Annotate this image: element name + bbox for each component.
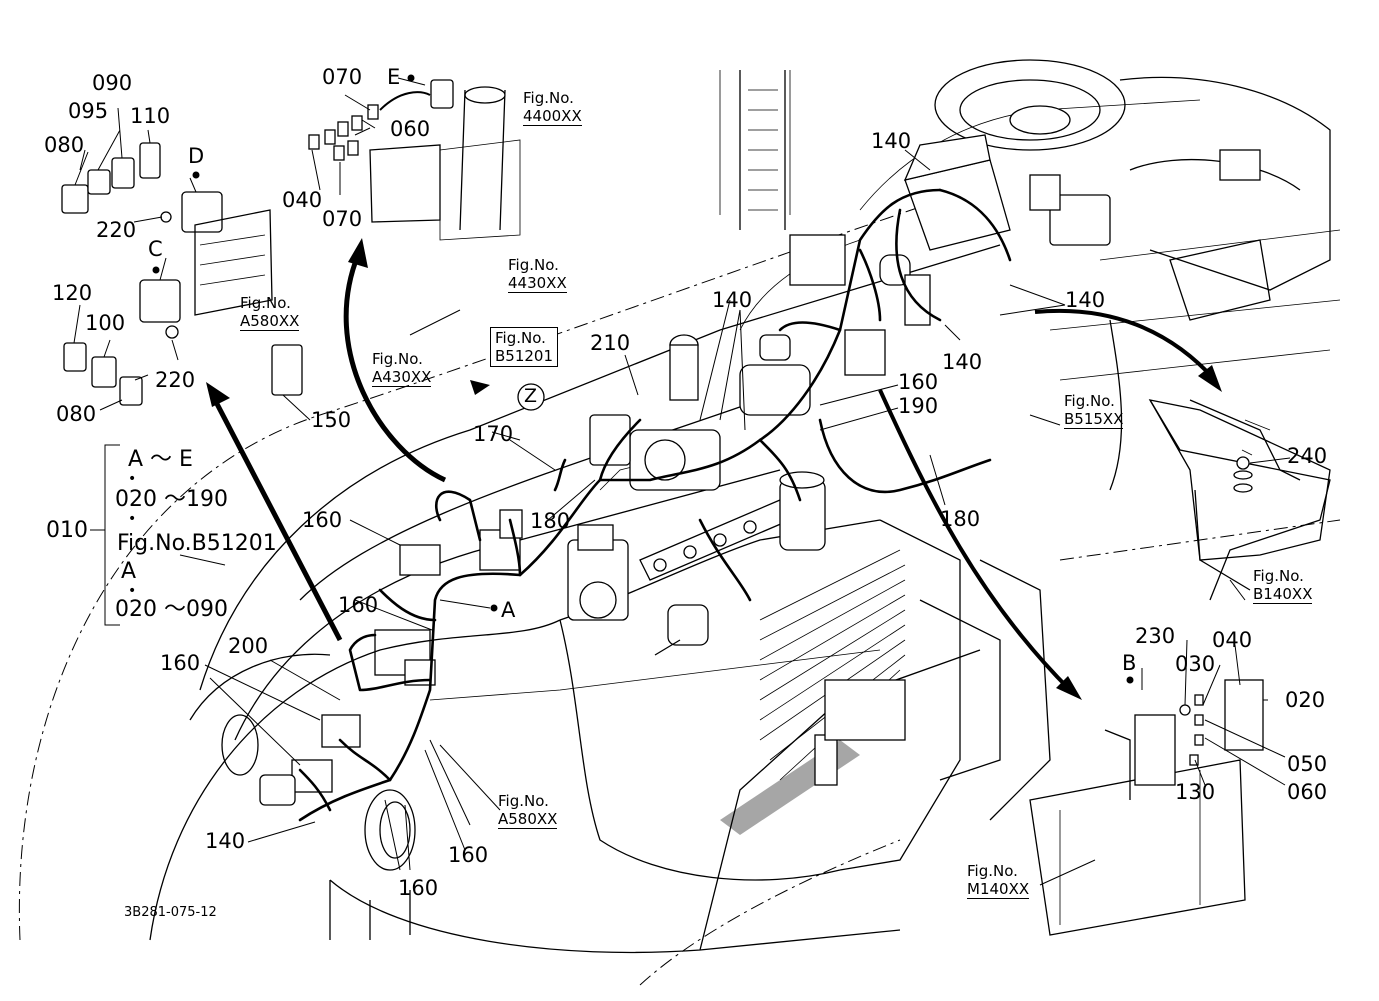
wiring-harness bbox=[298, 188, 1012, 822]
figref-b515xx: Fig.No. B515XX bbox=[1064, 392, 1124, 429]
callout-210: 210 bbox=[590, 331, 631, 355]
callout-d: D bbox=[188, 144, 205, 168]
figref-number: 4430XX bbox=[508, 274, 567, 293]
steering-area bbox=[934, 59, 1331, 601]
figref-label: Fig.No. bbox=[498, 792, 549, 810]
callout-140-bottom: 140 bbox=[205, 829, 246, 853]
figref-a430xx: Fig.No. A430XX bbox=[372, 350, 432, 387]
callout-140-top-right: 140 bbox=[871, 129, 912, 153]
figref-4430xx: Fig.No. 4430XX bbox=[508, 256, 567, 293]
legend-dot-2: • bbox=[128, 511, 137, 527]
callout-150: 150 bbox=[311, 408, 352, 432]
figref-number: 4400XX bbox=[523, 107, 582, 126]
callout-030: 030 bbox=[1175, 652, 1216, 676]
figref-number: M140XX bbox=[967, 880, 1030, 899]
legend-dot-1: • bbox=[128, 471, 137, 487]
figref-4400xx: Fig.No. 4400XX bbox=[523, 89, 582, 126]
legend-line-2: 020 ～190 bbox=[115, 487, 228, 512]
callout-160-d: 160 bbox=[448, 843, 489, 867]
drawing-code: 3B281-075-12 bbox=[124, 905, 217, 920]
figref-number: A430XX bbox=[372, 368, 432, 387]
callout-200: 200 bbox=[228, 634, 269, 658]
callout-a: A bbox=[501, 598, 516, 622]
callout-070-lower: 070 bbox=[322, 207, 363, 231]
callout-090: 090 bbox=[92, 71, 133, 95]
figref-m140xx: Fig.No. M140XX bbox=[967, 862, 1030, 899]
legend-bracket bbox=[90, 444, 120, 626]
callout-130: 130 bbox=[1175, 780, 1216, 804]
callout-160-f: 160 bbox=[898, 370, 939, 394]
figref-number: B140XX bbox=[1253, 585, 1313, 604]
callout-170: 170 bbox=[473, 422, 514, 446]
callout-060-right: 060 bbox=[1287, 780, 1328, 804]
pointer-dots bbox=[152, 74, 1134, 684]
figref-number: A580XX bbox=[498, 810, 558, 829]
callout-020: 020 bbox=[1285, 688, 1326, 712]
callout-110: 110 bbox=[130, 104, 171, 128]
legend-line-3: Fig.No.B51201 bbox=[117, 531, 277, 556]
callout-230: 230 bbox=[1135, 624, 1176, 648]
figref-label: Fig.No. bbox=[240, 294, 291, 312]
callout-040-right: 040 bbox=[1212, 628, 1253, 652]
figref-label: Fig.No. bbox=[523, 89, 574, 107]
figref-a580xx-top: Fig.No. A580XX bbox=[240, 294, 300, 331]
legend-main-number: 010 bbox=[46, 518, 88, 543]
leader-lines bbox=[73, 77, 1291, 886]
callout-140-right: 140 bbox=[1065, 288, 1106, 312]
callout-040-top: 040 bbox=[282, 188, 323, 212]
legend-line-4: A bbox=[121, 559, 137, 584]
figref-number: B515XX bbox=[1064, 410, 1124, 429]
callout-c: C bbox=[148, 237, 163, 261]
callout-060-top: 060 bbox=[390, 117, 431, 141]
callout-120: 120 bbox=[52, 281, 93, 305]
figref-label: Fig.No. bbox=[1253, 567, 1304, 585]
callout-160-a: 160 bbox=[302, 508, 343, 532]
callout-100: 100 bbox=[85, 311, 126, 335]
callout-180-right: 180 bbox=[940, 507, 981, 531]
fusebox-right bbox=[1029, 679, 1264, 936]
callout-190: 190 bbox=[898, 394, 939, 418]
callout-070-top: 070 bbox=[322, 65, 363, 89]
figref-label: Fig.No. bbox=[1064, 392, 1115, 410]
callout-z: Z bbox=[524, 385, 538, 407]
callout-080-top: 080 bbox=[44, 133, 85, 157]
callout-140-center: 140 bbox=[712, 288, 753, 312]
callout-b: B bbox=[1122, 651, 1137, 675]
callout-050: 050 bbox=[1287, 752, 1328, 776]
callout-e: E bbox=[387, 65, 401, 89]
figref-b51201: Fig.No. B51201 bbox=[490, 327, 559, 367]
callout-095: 095 bbox=[68, 99, 109, 123]
callout-160-e: 160 bbox=[398, 876, 439, 900]
callout-180-center: 180 bbox=[530, 509, 571, 533]
relay-group-left bbox=[61, 79, 454, 406]
figref-label: Fig.No. bbox=[508, 256, 559, 274]
figref-number: B51201 bbox=[495, 347, 554, 365]
legend-dot-3: • bbox=[128, 583, 137, 599]
figref-number: A580XX bbox=[240, 312, 300, 331]
figref-label: Fig.No. bbox=[372, 350, 423, 368]
figref-label: Fig.No. bbox=[495, 329, 546, 347]
figref-b140xx: Fig.No. B140XX bbox=[1253, 567, 1313, 604]
hood-frame bbox=[199, 70, 1341, 954]
tractor-body-outline bbox=[18, 70, 1341, 986]
callout-140-mid-right: 140 bbox=[942, 350, 983, 374]
callout-240: 240 bbox=[1287, 444, 1328, 468]
figref-label: Fig.No. bbox=[967, 862, 1018, 880]
figref-a580xx-bottom: Fig.No. A580XX bbox=[498, 792, 558, 829]
callout-160-b: 160 bbox=[338, 593, 379, 617]
legend-line-1: A ～ E bbox=[128, 447, 193, 472]
arrows bbox=[206, 91, 1222, 700]
engine-components bbox=[149, 134, 1111, 941]
callout-160-c: 160 bbox=[160, 651, 201, 675]
callout-220-lower: 220 bbox=[155, 368, 196, 392]
legend-line-5: 020 ～090 bbox=[115, 597, 228, 622]
callout-220-top: 220 bbox=[96, 218, 137, 242]
bracket-right bbox=[1148, 399, 1331, 561]
z-view-circle bbox=[517, 383, 545, 411]
callout-080-lower: 080 bbox=[56, 402, 97, 426]
